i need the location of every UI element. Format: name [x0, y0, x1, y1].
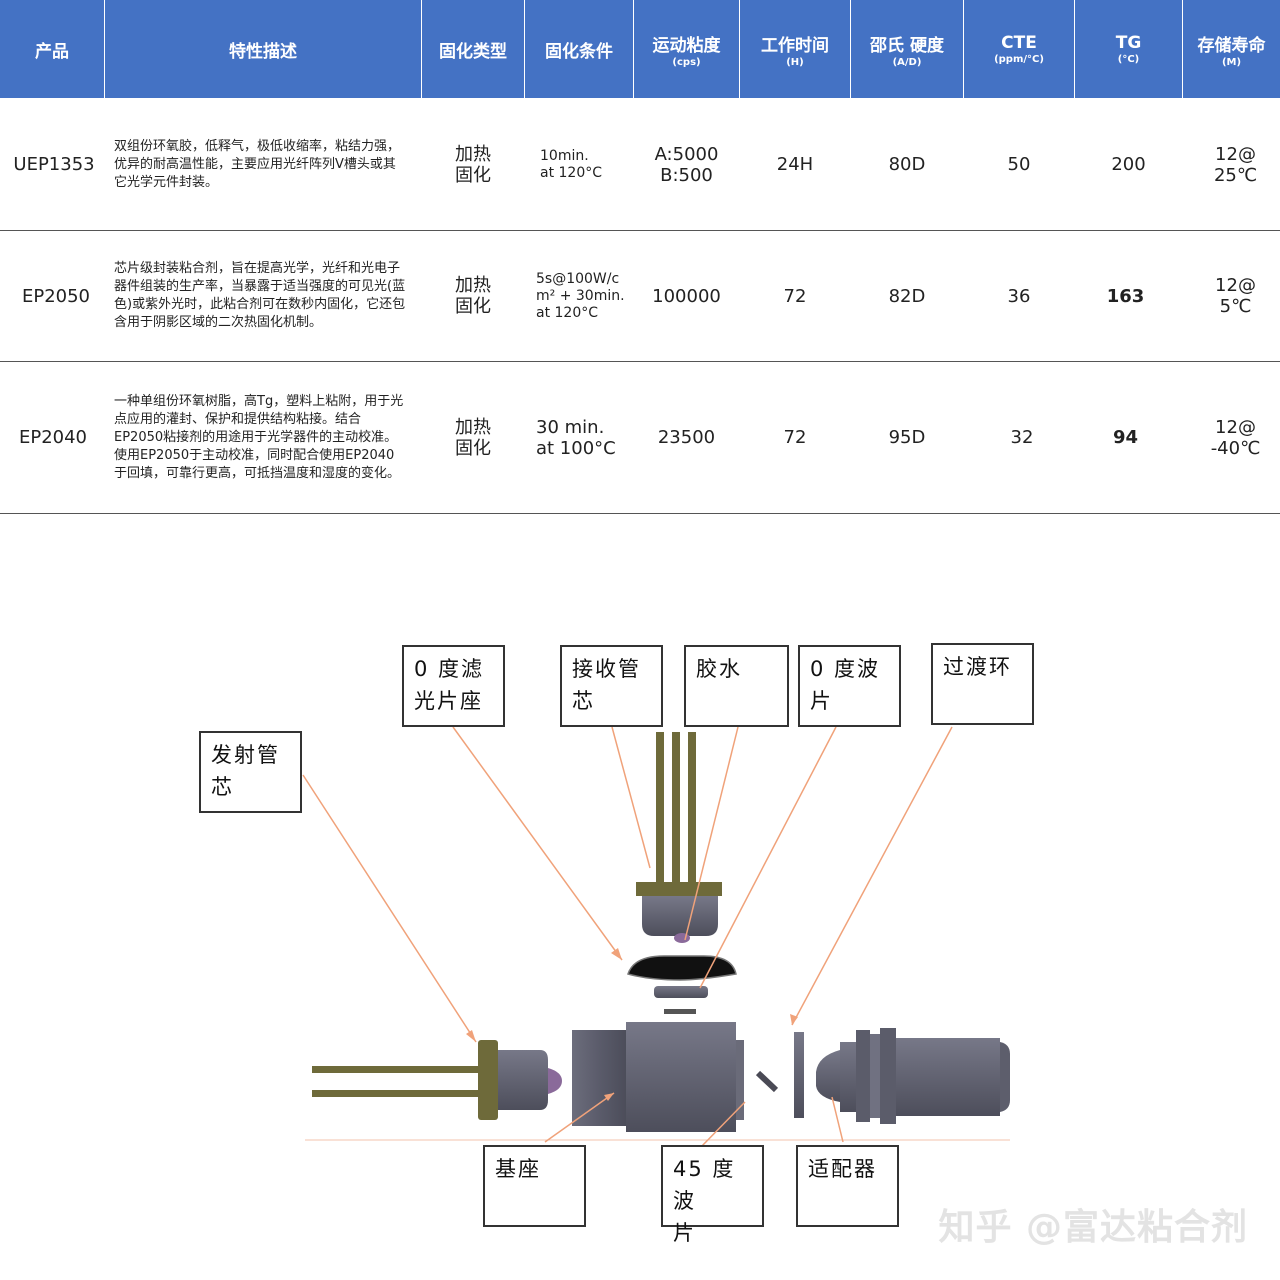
label-adapter: 适配器 [796, 1145, 899, 1227]
work-time: 72 [783, 427, 807, 448]
header-hardness: 邵氏 硬度 (A/D) [851, 0, 964, 98]
header-title: 特性描述 [229, 41, 297, 62]
shelf-life: 12@ 5℃ [1215, 275, 1256, 317]
viscosity: A:5000 B:500 [654, 143, 719, 186]
cte: 36 [1007, 285, 1031, 307]
cure-condition: 5s@100W/c m² + 30min. at 120°C [536, 270, 625, 321]
cte: 50 [1007, 154, 1031, 175]
header-shelf-life: 存储寿命 (M) [1183, 0, 1280, 98]
header-unit: (°C) [1117, 54, 1140, 65]
header-work-time: 工作时间 (H) [740, 0, 851, 98]
leader-arrowheads [466, 948, 798, 1101]
filter-part [654, 986, 708, 998]
wave-plate-45-part [755, 1070, 779, 1093]
product-name: EP2040 [18, 427, 88, 448]
shelf-life: 12@ -40℃ [1210, 416, 1261, 459]
emitter-die-part [478, 1040, 562, 1120]
product-name: EP2050 [21, 285, 91, 307]
table-row: UEP1353 双组份环氧胶，低释气，极低收缩率，粘结力强，优异的耐高温性能，主… [0, 99, 1280, 231]
header-title: 邵氏 硬度 [870, 35, 944, 56]
tg: 94 [1112, 427, 1139, 448]
cure-type: 加热 固化 [455, 275, 491, 317]
hardness: 82D [888, 285, 926, 307]
header-title: 产品 [35, 41, 69, 62]
leader-lines [302, 726, 953, 1149]
header-title: 存储寿命 [1197, 35, 1266, 56]
zhihu-watermark: 知乎 @富达粘合剂 [938, 1207, 1248, 1248]
header-product: 产品 [0, 0, 105, 98]
header-title: 运动粘度 [652, 35, 721, 56]
adapter-part [816, 1028, 1010, 1124]
work-time: 24H [776, 154, 814, 175]
base-part [572, 1022, 744, 1132]
label-filter-seat: 0 度滤 光片座 [402, 645, 505, 727]
header-title: 固化类型 [439, 41, 507, 62]
hardness: 95D [888, 427, 926, 448]
table-row: EP2050 芯片级封装粘合剂，旨在提高光学，光纤和光电子器件组装的生产率，当暴… [0, 231, 1280, 362]
cure-type: 加热 固化 [455, 416, 491, 459]
viscosity: 23500 [657, 427, 716, 448]
header-cure-condition: 固化条件 [525, 0, 634, 98]
header-title: 固化条件 [545, 41, 613, 62]
header-cte: CTE (ppm/°C) [964, 0, 1075, 98]
shelf-life: 12@ 25℃ [1213, 143, 1258, 186]
header-unit: (cps) [672, 56, 701, 68]
cure-condition: 10min. at 120°C [540, 147, 603, 181]
tg: 163 [1106, 285, 1145, 307]
receiver-die-part [636, 882, 722, 943]
assembly-drawing [302, 726, 1010, 1149]
viscosity: 100000 [652, 285, 721, 307]
receiver-pins [656, 732, 696, 887]
table-header: 产品 特性描述 固化类型 固化条件 运动粘度 (cps) 工作时间 (H) 邵氏… [0, 0, 1280, 98]
cte: 32 [1010, 427, 1034, 448]
label-emitter-die: 发射管 芯 [199, 731, 302, 813]
label-base: 基座 [483, 1145, 586, 1227]
product-name: UEP1353 [13, 154, 95, 175]
header-unit: (A/D) [892, 56, 922, 68]
header-cure-type: 固化类型 [422, 0, 525, 98]
product-description: 双组份环氧胶，低释气，极低收缩率，粘结力强，优异的耐高温性能，主要应用光纤阵列V… [114, 138, 401, 190]
label-wave-plate-0: 0 度波 片 [798, 645, 901, 727]
wave-plate-0-part [664, 1009, 696, 1014]
header-unit: (H) [786, 56, 804, 68]
header-title: 工作时间 [761, 35, 829, 56]
label-receiver-die: 接收管 芯 [560, 645, 663, 727]
label-glue: 胶水 [684, 645, 789, 727]
product-description: 芯片级封装粘合剂，旨在提高光学，光纤和光电子器件组装的生产率，当暴露于适当强度的… [114, 261, 406, 330]
hardness: 80D [888, 154, 926, 175]
header-viscosity: 运动粘度 (cps) [634, 0, 740, 98]
label-transition-ring: 过渡环 [931, 643, 1034, 725]
work-time: 72 [783, 285, 807, 307]
header-description: 特性描述 [105, 0, 422, 98]
header-tg: TG (°C) [1075, 0, 1183, 98]
optical-assembly-diagram: 0 度滤 光片座 接收管 芯 胶水 0 度波 片 过渡环 发射管 芯 基座 45… [0, 520, 1280, 1280]
header-unit: (M) [1221, 56, 1242, 68]
product-description: 一种单组份环氧树脂，高Tg，塑料上粘附，用于光点应用的灌封、保护和提供结构粘接。… [114, 393, 404, 481]
transition-ring-part [794, 1032, 804, 1118]
cure-condition: 30 min. at 100°C [536, 416, 616, 459]
header-unit: (ppm/°C) [994, 54, 1044, 65]
cure-type: 加热 固化 [455, 143, 491, 186]
tg: 200 [1111, 154, 1146, 175]
label-wave-plate-45: 45 度波 片 [661, 1145, 764, 1245]
header-title: TG [1115, 33, 1142, 53]
emitter-pins [312, 1066, 482, 1097]
header-title: CTE [1001, 33, 1037, 53]
table-row: EP2040 一种单组份环氧树脂，高Tg，塑料上粘附，用于光点应用的灌封、保护和… [0, 362, 1280, 514]
filter-seat-part [627, 955, 737, 981]
